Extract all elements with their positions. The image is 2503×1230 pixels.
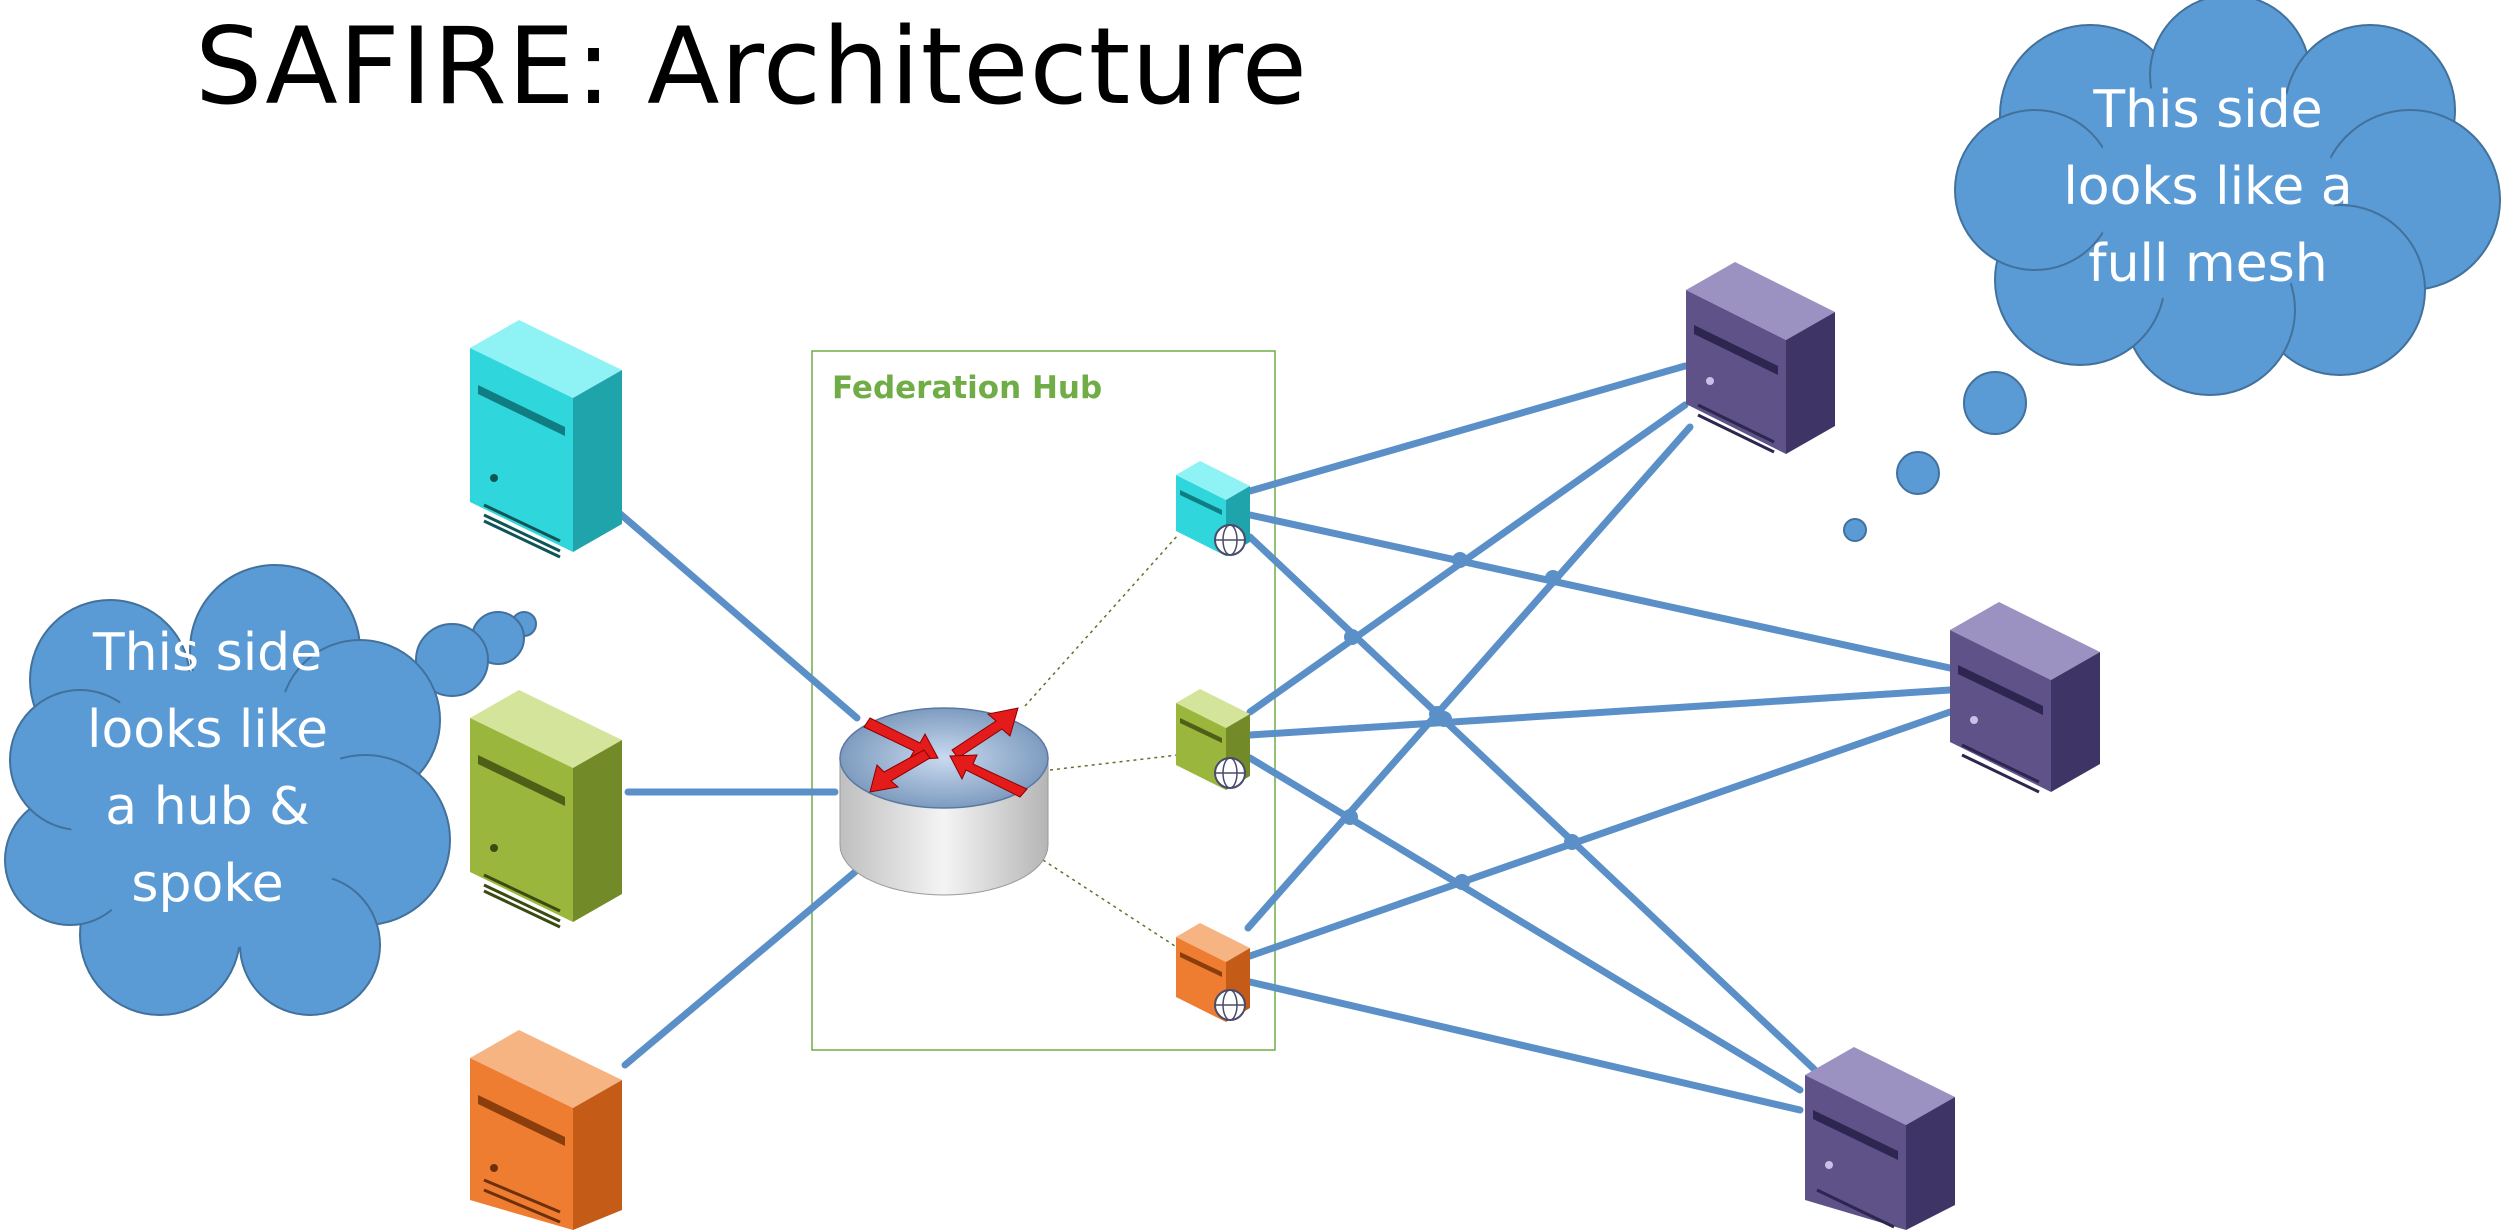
mesh-links [614, 362, 1954, 1114]
link-crossings [1342, 552, 1580, 890]
link-hub-green-to-purple-mid [1246, 686, 1954, 739]
server-icon-orange [470, 1030, 622, 1230]
link-orange-to-router [621, 868, 859, 1069]
link-hub-orange-to-purple-bottom [1246, 978, 1804, 1114]
server-icon-purple [1950, 602, 2100, 794]
link-hub-cyan-to-purple-top [1246, 362, 1689, 495]
hub-internal-links [1024, 534, 1179, 949]
hub-server-icon-green [1176, 689, 1250, 790]
cloud-text-line: spoke [131, 854, 284, 914]
hub-server-icon-cyan [1176, 461, 1250, 556]
link-hub-cyan-to-purple-bottom [1246, 533, 1819, 1074]
thought-cloud-left-text: This side looks like a hub & spoke [30, 615, 385, 923]
router-icon [839, 707, 1049, 896]
server-icon-green [470, 690, 622, 929]
slide-title: SAFIRE: Architecture [195, 5, 1308, 128]
cloud-text-line: full mesh [2088, 234, 2328, 294]
thought-cloud-right-text: This side looks like a full mesh [1968, 72, 2448, 303]
federation-hub-boundary [811, 350, 1276, 1051]
server-icon-purple [1686, 262, 1835, 454]
cloud-text-line: This side [92, 623, 323, 683]
server-icon-cyan [470, 320, 622, 559]
federation-hub-label: Federation Hub [832, 370, 1103, 406]
cloud-text-line: looks like [87, 700, 328, 760]
link-hub-orange-to-purple-top [1244, 423, 1694, 932]
cloud-text-line: This side [2093, 80, 2323, 140]
link-hub-cyan-to-purple-mid [1246, 511, 1954, 672]
link-hub-orange-to-purple-mid [1246, 708, 1954, 960]
hub-server-icon-orange [1176, 923, 1250, 1022]
cloud-text-line: looks like a [2063, 157, 2353, 217]
link-cyan-to-router [614, 508, 861, 722]
link-hub-green-to-purple-bottom [1246, 754, 1804, 1094]
cloud-text-line: a hub & [105, 777, 310, 837]
server-icon-purple [1805, 1047, 1955, 1230]
thought-cloud-right [1843, 0, 2501, 542]
thought-cloud-left [4, 564, 537, 1016]
